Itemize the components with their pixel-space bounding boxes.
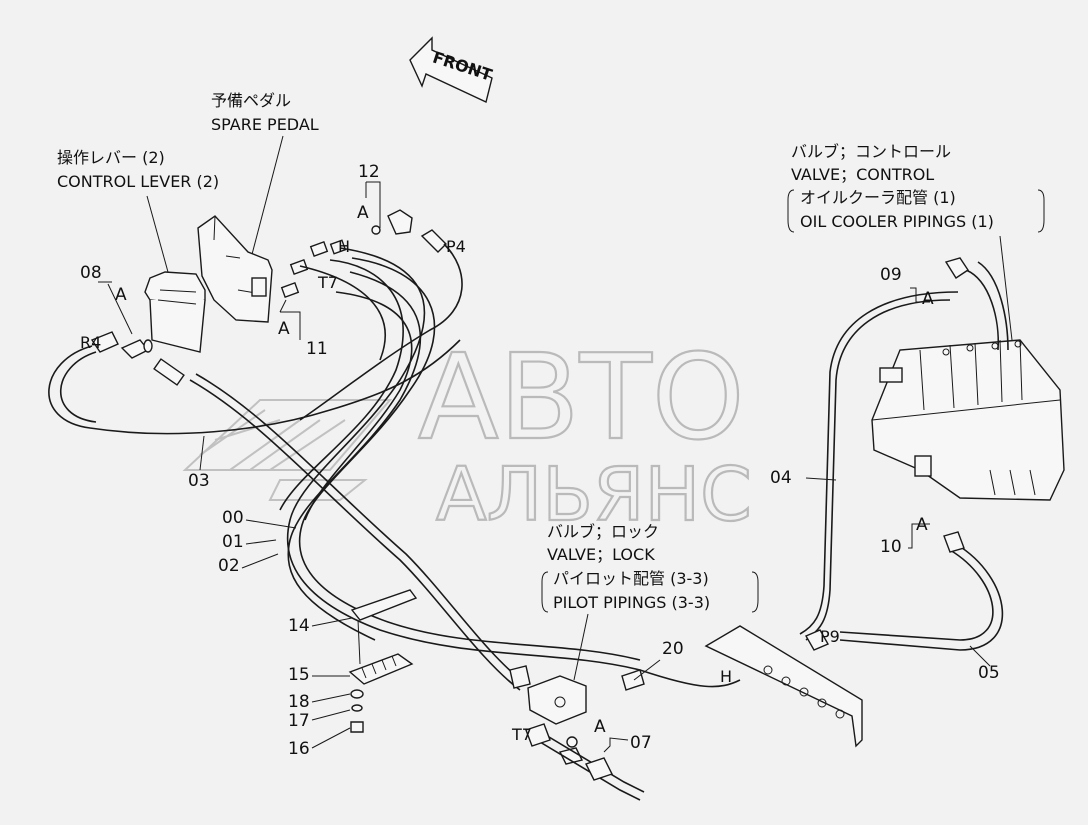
port-mark-h: H [338,237,350,256]
callout-05: 05 [978,663,1000,683]
port-mark-t7-bottom: T7 [511,725,532,744]
pilot-bracket-right [751,571,759,613]
detail-a-11: A [278,319,290,339]
callout-01: 01 [222,532,244,552]
oil-cooler-en-label: OIL COOLER PIPINGS (1) [800,212,994,231]
port-mark-t7-top: T7 [317,273,338,292]
control-lever [144,271,206,353]
hose-00 [153,358,527,691]
clamp-15 [348,653,414,685]
callout-18: 18 [288,692,310,712]
watermark-line1: АВТО [418,328,745,466]
port-mark-p9: P9 [820,627,840,646]
port-mark-p4: P4 [446,237,466,256]
spare-pedal [197,215,273,323]
oil-cooler-hoses [944,257,1009,351]
callout-15: 15 [288,665,310,685]
oil-cooler-bracket-left [787,189,795,233]
pilot-bracket-left [541,571,549,613]
callout-11: 11 [306,339,328,359]
hose-03 [48,339,461,435]
front-arrow: FRONT [409,36,494,103]
callout-02: 02 [218,556,240,576]
detail-a-12: A [357,203,369,223]
callout-03: 03 [188,471,210,491]
callout-leaders [98,181,991,753]
bolt-16 [350,721,364,733]
hose-04 [799,291,959,641]
lock-valve [509,665,587,765]
spare-pedal-jp-label: 予備ペダル [211,91,291,110]
clip-20 [621,669,645,691]
callout-10: 10 [880,537,902,557]
watermark-logo: АВТО АЛЬЯНС [182,327,753,539]
valve-control-jp-label: バルブ；コントロール [791,142,951,161]
callout-16: 16 [288,739,310,759]
pilot-en-label: PILOT PIPINGS (3-3) [553,593,710,612]
washer-18 [350,689,364,699]
port-mark-h-bottom: H [720,667,732,686]
callout-07: 07 [630,733,652,753]
callout-09: 09 [880,265,902,285]
detail-a-10: A [916,515,928,535]
callout-14: 14 [288,616,310,636]
spare-pedal-en-label: SPARE PEDAL [211,115,319,134]
hose-07 [525,723,645,801]
detail-a-07: A [594,717,606,737]
pilot-jp-label: パイロット配管 (3-3) [553,569,709,588]
control-lever-jp-label: 操作レバー (2) [57,148,165,167]
callout-04: 04 [770,468,792,488]
mounting-plate [704,625,863,748]
watermark-line2: АЛЬЯНС [436,452,752,538]
detail-a-09: A [922,289,934,309]
detail-a-08: A [115,285,127,305]
oil-cooler-jp-label: オイルクーラ配管 (1) [800,188,956,207]
control-valve [871,339,1065,501]
callout-08: 08 [80,263,102,283]
pedal-fittings [280,209,447,298]
bracket-14 [350,589,418,665]
callout-20: 20 [662,639,684,659]
callout-00: 00 [222,508,244,528]
valve-lock-jp-label: バルブ；ロック [547,522,659,541]
callout-17: 17 [288,711,310,731]
washer-17 [351,704,363,712]
oil-cooler-bracket-right [1037,189,1045,233]
valve-control-en-label: VALVE；CONTROL [791,165,934,184]
valve-lock-en-label: VALVE；LOCK [547,545,655,564]
control-lever-en-label: CONTROL LEVER (2) [57,172,219,191]
callout-12: 12 [358,162,380,182]
hose-05 [805,531,1004,651]
port-mark-r4: R4 [80,333,101,352]
fitting-08 [90,331,153,359]
